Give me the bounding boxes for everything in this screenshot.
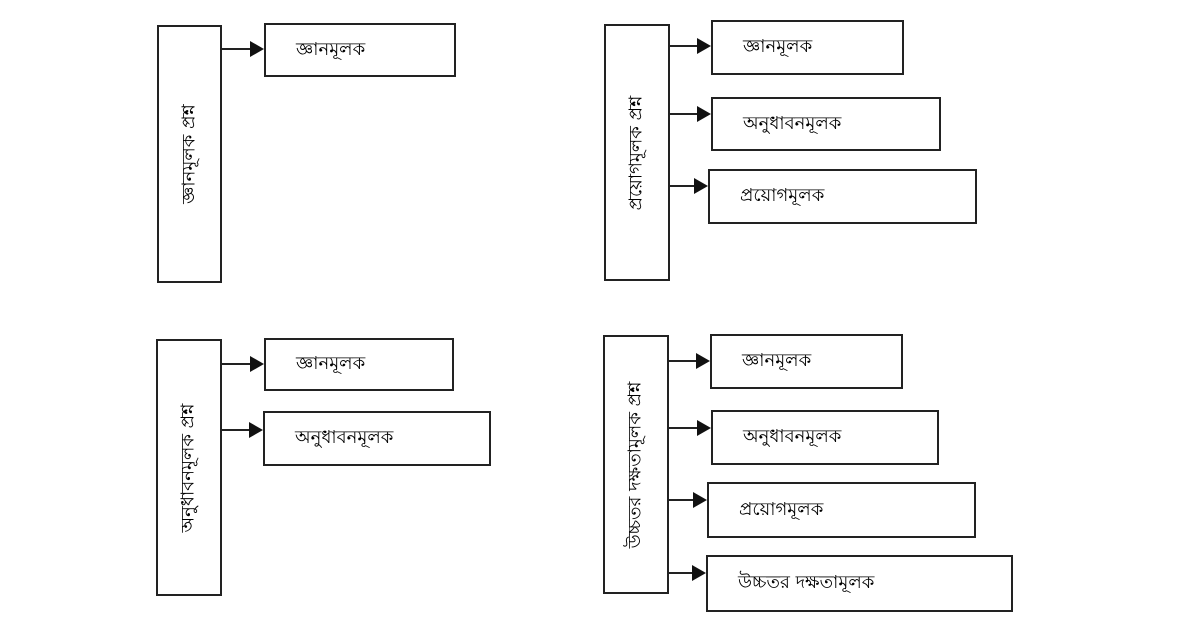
category-title: উচ্চতর দক্ষতামূলক প্রশ্ন	[624, 381, 646, 548]
child-label: জ্ঞানমূলক	[296, 353, 366, 374]
child-box-comprehension: অনুধাবনমূলক	[711, 97, 941, 151]
child-box-comprehension: অনুধাবনমূলক	[711, 410, 939, 465]
category-title: অনুধাবনমূলক প্রশ্ন	[177, 403, 199, 532]
child-label: জ্ঞানমূলক	[743, 36, 813, 57]
arrow-icon	[670, 178, 708, 194]
child-label: অনুধাবনমূলক	[743, 426, 842, 447]
child-label: প্রয়োগমূলক	[740, 185, 825, 206]
child-box-knowledge: জ্ঞানমূলক	[711, 20, 904, 75]
arrow-icon	[669, 492, 707, 508]
arrow-icon	[222, 41, 264, 57]
child-label: প্রয়োগমূলক	[739, 498, 824, 520]
higher-skill-question-box: উচ্চতর দক্ষতামূলক প্রশ্ন	[603, 335, 669, 594]
category-title: প্রয়োগমূলক প্রশ্ন	[625, 95, 647, 210]
application-question-box: প্রয়োগমূলক প্রশ্ন	[604, 24, 670, 281]
knowledge-question-box: জ্ঞানমূলক প্রশ্ন	[157, 25, 222, 283]
category-title: জ্ঞানমূলক প্রশ্ন	[178, 104, 199, 204]
child-box-higher-skill: উচ্চতর দক্ষতামূলক	[706, 555, 1013, 612]
arrow-icon	[670, 106, 711, 122]
child-label: জ্ঞানমূলক	[742, 350, 812, 371]
child-label: অনুধাবনমূলক	[743, 112, 842, 134]
child-box-comprehension: অনুধাবনমূলক	[263, 411, 491, 466]
arrow-icon	[222, 422, 263, 438]
arrow-icon	[222, 356, 264, 372]
arrow-icon	[669, 353, 710, 369]
arrow-icon	[669, 420, 711, 436]
child-box-application: প্রয়োগমূলক	[708, 169, 977, 224]
child-box-knowledge: জ্ঞানমূলক	[710, 334, 903, 389]
child-label: অনুধাবনমূলক	[295, 427, 394, 448]
child-box-knowledge: জ্ঞানমূলক	[264, 23, 456, 77]
arrow-icon	[670, 38, 711, 54]
arrow-icon	[669, 565, 706, 581]
child-label: জ্ঞানমূলক	[296, 38, 366, 60]
comprehension-question-box: অনুধাবনমূলক প্রশ্ন	[156, 339, 222, 596]
child-box-application: প্রয়োগমূলক	[707, 482, 976, 538]
child-box-knowledge: জ্ঞানমূলক	[264, 338, 454, 391]
child-label: উচ্চতর দক্ষতামূলক	[738, 572, 875, 593]
